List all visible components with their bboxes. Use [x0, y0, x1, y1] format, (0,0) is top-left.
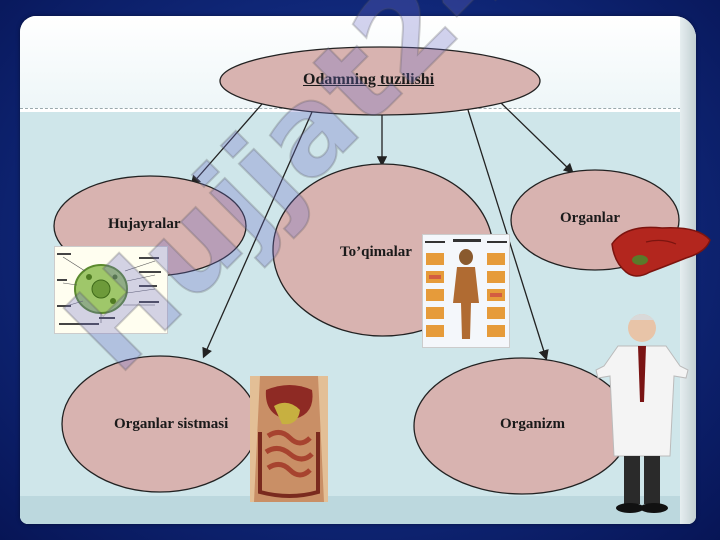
- node-organism-label: Organizm: [500, 416, 565, 432]
- node-cells-label: Hujayralar: [108, 216, 181, 232]
- node-root: [219, 46, 541, 116]
- cell-illustration: [54, 246, 168, 334]
- arrow-to-systems: [202, 111, 313, 359]
- slide-footer-band: [20, 496, 696, 524]
- slide-right-edge: [680, 16, 696, 524]
- tissues-illustration: [422, 234, 510, 348]
- digestive-system-illustration: [250, 376, 328, 502]
- node-root-label: Odamning tuzilishi: [303, 71, 435, 88]
- arrow-to-organs: [499, 101, 574, 174]
- doctor-illustration: [594, 306, 690, 518]
- node-tissues-label: To’qimalar: [340, 244, 412, 260]
- node-organs-label: Organlar: [560, 210, 620, 226]
- arrow-to-cells: [190, 103, 263, 186]
- liver-illustration: [606, 222, 714, 284]
- node-systems-label: Organlar sistmasi: [114, 416, 229, 432]
